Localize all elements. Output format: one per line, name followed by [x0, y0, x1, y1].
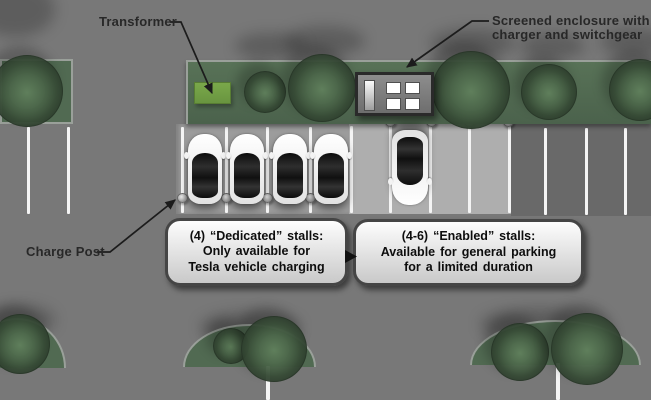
stall-line [309, 127, 312, 213]
car-mirror [184, 152, 189, 160]
switchgear-unit-icon [386, 82, 401, 94]
stall-line [350, 126, 353, 213]
tesla-car [226, 134, 268, 204]
car-mirror [388, 178, 393, 186]
tree [288, 54, 356, 122]
callout-line: for a limited duration [404, 260, 533, 275]
transformer-box [194, 82, 231, 104]
stall-line [225, 127, 228, 213]
transformer-label: Transformer [99, 14, 178, 29]
callout-line: (4) “Dedicated” stalls: [189, 228, 324, 243]
callout-line: (4-6) “Enabled” stalls: [401, 229, 536, 244]
car-mirror [269, 152, 274, 160]
callout-line: Only available for [202, 244, 311, 259]
tesla-car [269, 134, 311, 204]
tree [0, 314, 50, 374]
callout-line: Available for general parking [380, 244, 557, 259]
tree [432, 51, 510, 129]
stall-line [181, 127, 184, 213]
switchgear-unit-icon [405, 98, 420, 110]
stall-line [556, 363, 560, 400]
car-mirror [347, 152, 352, 160]
enabled-stalls-callout: (4-6) “Enabled” stalls: Available for ge… [353, 219, 584, 286]
pavement-shadow [520, 33, 585, 59]
tree [491, 323, 549, 381]
dedicated-stalls-callout: (4) “Dedicated” stalls: Only available f… [165, 218, 348, 286]
car-glass [318, 152, 344, 198]
stall-line [389, 126, 392, 213]
car-mirror [306, 152, 311, 160]
car-mirror [226, 152, 231, 160]
screened-enclosure [355, 72, 434, 116]
tesla-car [184, 134, 226, 204]
pavement-shadow [600, 28, 651, 56]
tree [551, 313, 623, 385]
charge-post [177, 193, 188, 203]
car-mirror [263, 152, 268, 160]
switchgear-unit-icon [405, 82, 420, 94]
stall-line [266, 366, 270, 400]
stall-line [429, 126, 432, 213]
tesla-car [388, 130, 432, 205]
tree [609, 59, 651, 121]
car-mirror [310, 152, 315, 160]
tree [244, 71, 286, 113]
pavement-shadow [235, 33, 305, 59]
car-glass [277, 152, 303, 198]
stall-line [585, 128, 588, 215]
tree [0, 55, 63, 127]
stall-line [508, 126, 511, 213]
tree [241, 316, 307, 382]
stall-line [544, 128, 547, 215]
pavement-shadow [285, 26, 365, 56]
stall-line [67, 127, 70, 214]
car-glass [192, 152, 218, 198]
car-glass [234, 152, 260, 198]
car-glass [396, 136, 424, 185]
charge-post-label: Charge Post [26, 244, 105, 259]
enclosure-label-line2: charger and switchgear [492, 27, 643, 42]
car-mirror [221, 152, 226, 160]
stall-line [27, 127, 30, 214]
tree [521, 64, 577, 120]
switchgear-unit-icon [386, 98, 401, 110]
charge-post-leader-arrow [97, 199, 176, 253]
stall-line [266, 127, 269, 213]
stall-line [468, 126, 471, 213]
tesla-car [310, 134, 352, 204]
general-parking-zone [511, 124, 651, 216]
callout-line: Tesla vehicle charging [188, 259, 325, 274]
enclosure-label-line1: Screened enclosure with [492, 13, 650, 28]
charger-cabinet-icon [364, 80, 375, 111]
stall-line [624, 128, 627, 215]
pavement-shadow [0, 0, 55, 37]
